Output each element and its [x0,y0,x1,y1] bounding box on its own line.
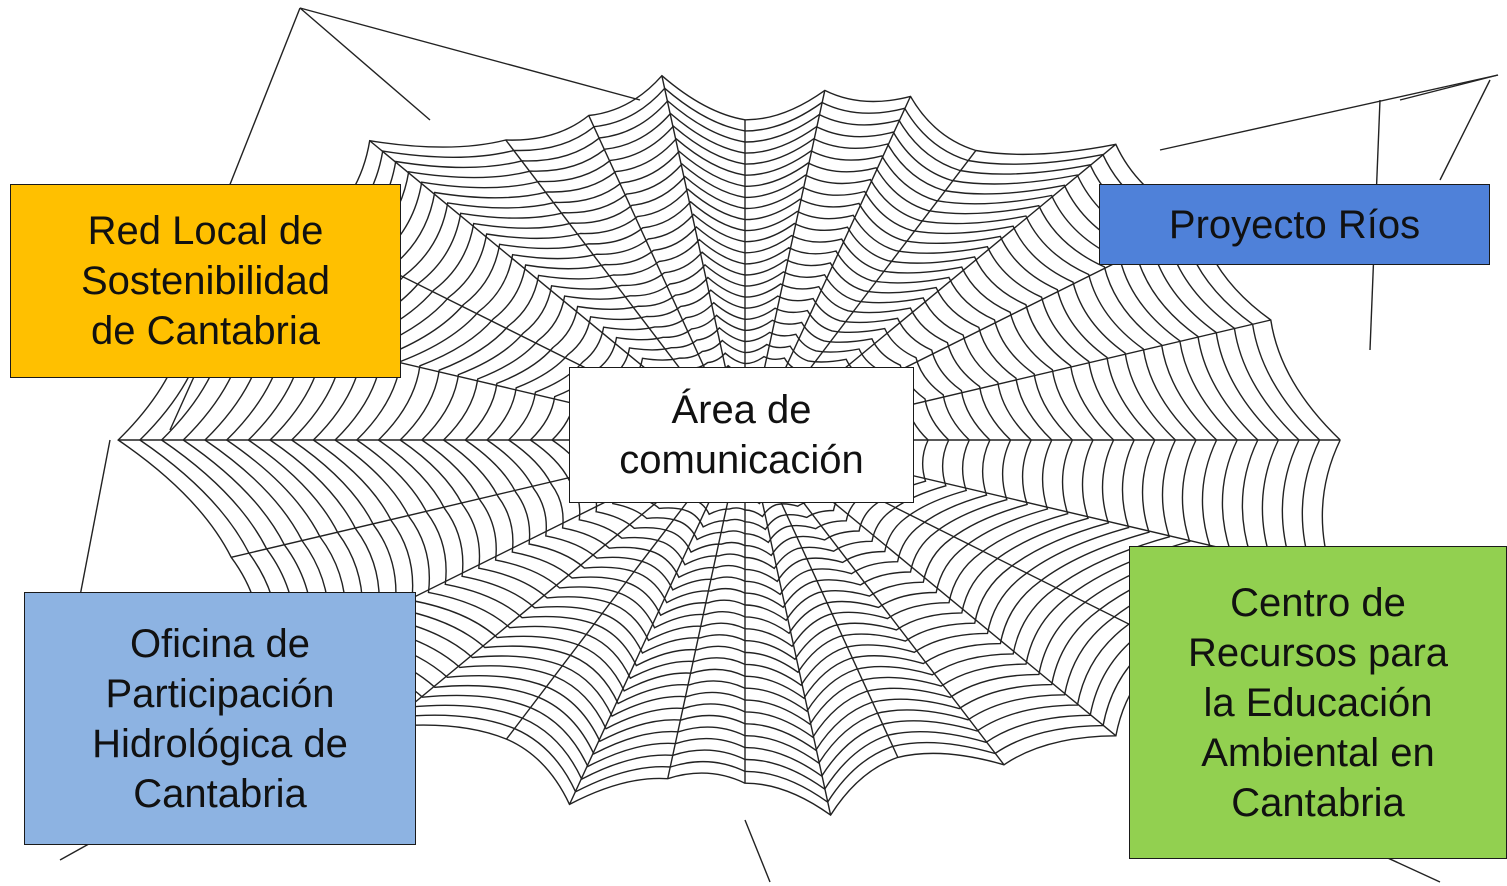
web-spoke [770,480,899,758]
area-line-2: comunicación [619,438,864,482]
web-anchor-thread [299,7,431,121]
area-comunicacion-label: Área de comunicación [619,385,864,485]
web-spoke [384,467,699,728]
centro-recursos-box: Centro de Recursos para la Educación Amb… [1129,546,1507,859]
oficina-line-2: Participación [105,671,335,716]
web-spoke [757,483,832,816]
web-ring [355,213,1115,674]
web-spoke [781,474,1005,766]
web-ring [225,137,1238,752]
centro-line-4: Ambiental en [1201,730,1435,775]
oficina-participacion-box: Oficina de Participación Hidrológica de … [24,592,416,845]
web-spoke [568,480,720,805]
area-line-1: Área de [671,388,812,432]
web-anchor-thread [1159,74,1499,151]
red-local-line-3: de Cantabria [90,309,321,353]
web-anchor-thread [299,7,641,101]
web-spoke [666,483,733,779]
centro-line-1: Centro de [1230,580,1406,625]
web-anchor-thread [744,819,771,883]
area-comunicacion-box: Área de comunicación [569,367,914,503]
web-spoke [505,474,709,740]
web-anchor-thread [1439,79,1491,181]
centro-label: Centro de Recursos para la Educación Amb… [1188,578,1448,828]
web-anchor-thread [1399,74,1499,101]
red-local-label: Red Local de Sostenibilidad de Cantabria [81,206,330,356]
oficina-label: Oficina de Participación Hidrológica de … [92,619,348,819]
web-spoke [791,467,1117,737]
centro-line-5: Cantabria [1231,780,1405,825]
red-local-line-1: Red Local de [87,209,324,253]
web-ring [312,188,1156,700]
proyecto-rios-box: Proyecto Ríos [1099,184,1490,265]
web-ring [203,125,1259,765]
web-spoke [781,150,977,406]
web-spoke [369,140,699,413]
oficina-line-1: Oficina de [129,621,311,666]
web-spoke [770,96,912,400]
oficina-line-4: Cantabria [133,771,307,816]
web-spoke [505,139,709,406]
web-ring [182,112,1280,778]
web-ring [333,200,1135,687]
web-spoke [588,115,720,400]
web-spoke [661,75,733,397]
oficina-line-3: Hidrológica de [92,721,348,766]
web-spoke [757,90,826,397]
web-ring [117,74,1341,817]
proyecto-rios-line-1: Proyecto Ríos [1168,202,1421,247]
red-local-line-2: Sostenibilidad [80,259,331,303]
proyecto-rios-label: Proyecto Ríos [1169,200,1420,250]
red-local-sostenibilidad-box: Red Local de Sostenibilidad de Cantabria [10,184,401,378]
centro-line-2: Recursos para [1187,630,1449,675]
centro-line-3: la Educación [1203,680,1433,725]
